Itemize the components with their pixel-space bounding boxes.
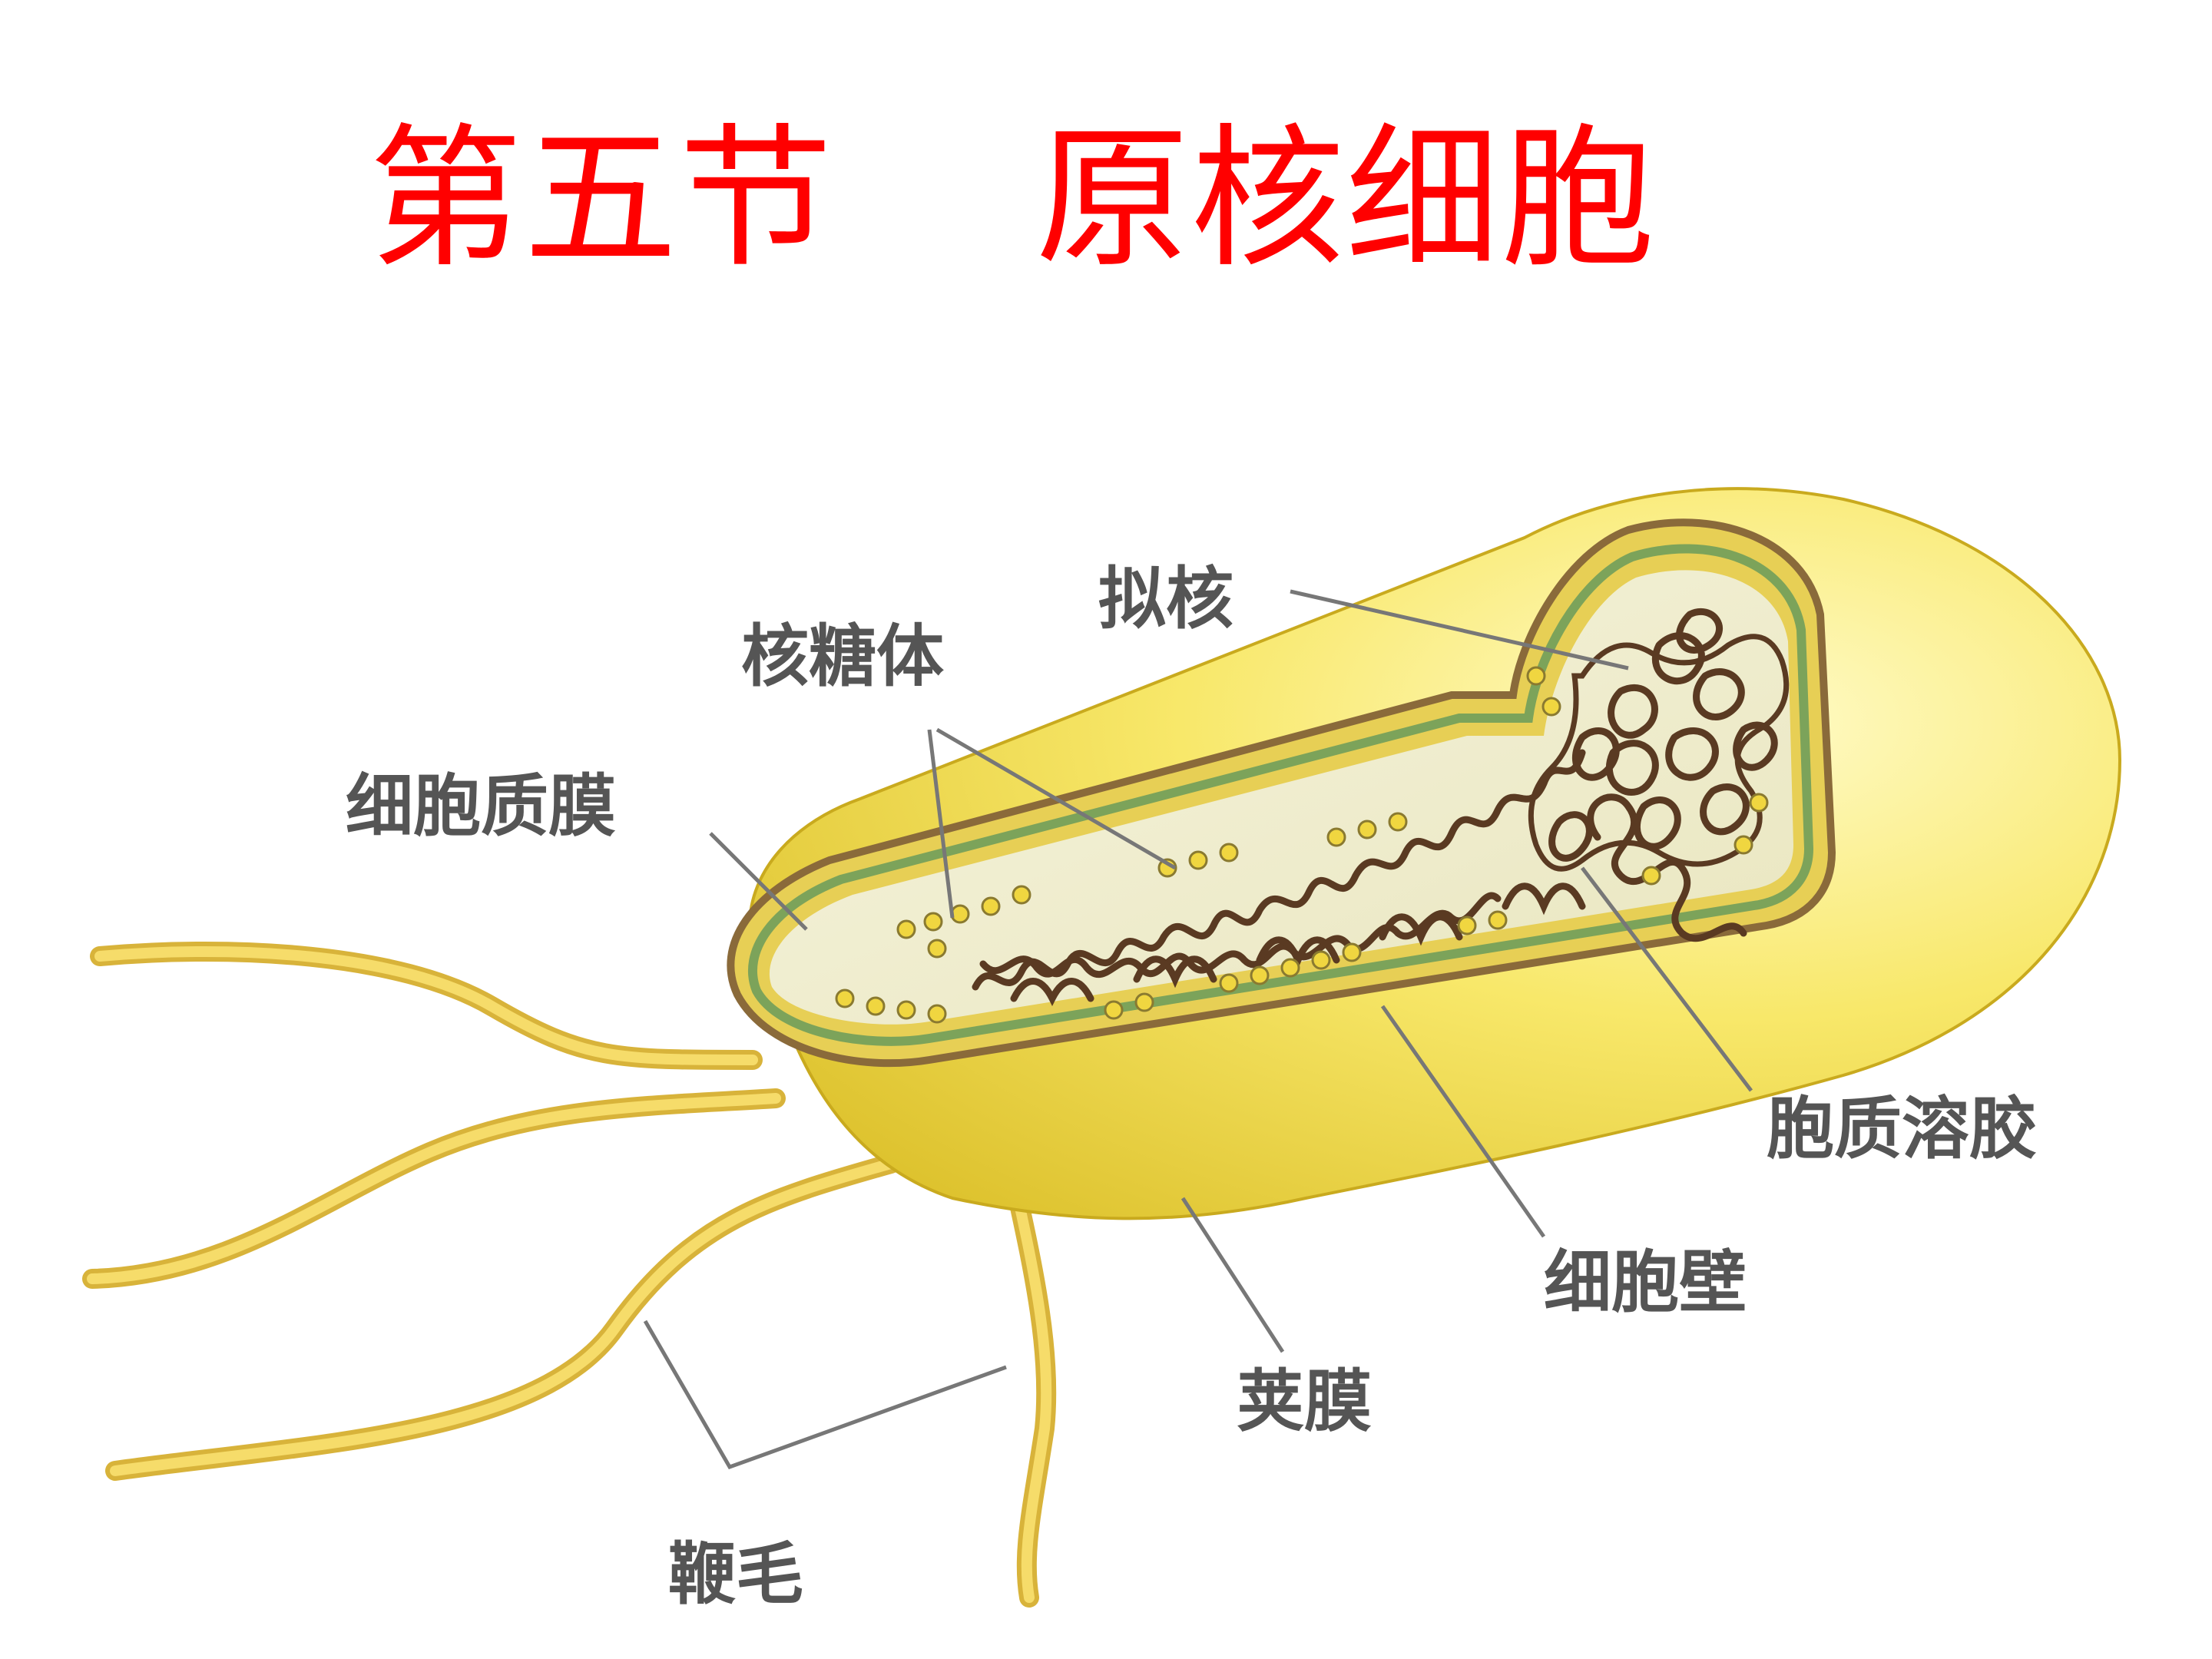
ribosome bbox=[981, 896, 1001, 916]
ribosome bbox=[1104, 1000, 1124, 1020]
ribosome bbox=[1457, 916, 1477, 935]
page-title: 第五节 原核细胞 bbox=[369, 110, 1657, 289]
cell-membrane bbox=[748, 544, 1814, 1046]
ribosome bbox=[1280, 958, 1300, 978]
labels: 拟核 核糖体 细胞质膜 胞质溶胶 细胞壁 荚膜 鞭毛 bbox=[346, 558, 2037, 1614]
label-cytosol: 胞质溶胶 bbox=[1767, 1088, 2037, 1168]
label-cell-wall: 细胞壁 bbox=[1544, 1242, 1747, 1322]
ribosome bbox=[866, 996, 886, 1016]
ribosome bbox=[923, 912, 943, 932]
ribosome bbox=[896, 919, 916, 939]
ribosome bbox=[1326, 827, 1346, 847]
cytosol-area bbox=[769, 570, 1793, 1025]
ribosome bbox=[1188, 850, 1208, 870]
flagellum-3-highlight bbox=[110, 1158, 896, 1476]
dna-strand-1 bbox=[972, 749, 1586, 991]
dna-strand-2 bbox=[979, 892, 1502, 978]
ribosome bbox=[1134, 992, 1154, 1012]
ribosome bbox=[1749, 793, 1769, 813]
leader-ribosome-b bbox=[935, 727, 1177, 870]
ribosome bbox=[835, 988, 855, 1008]
ribosome bbox=[896, 1000, 916, 1020]
leader-cell-wall bbox=[1380, 1005, 1546, 1238]
ribosome bbox=[1311, 950, 1331, 970]
leader-cell-membrane bbox=[709, 832, 808, 931]
ribosome bbox=[1250, 965, 1270, 985]
label-flagella: 鞭毛 bbox=[668, 1534, 803, 1614]
ribosome bbox=[1734, 835, 1753, 855]
ribosome bbox=[1342, 942, 1362, 962]
leader-ribosome-a bbox=[927, 729, 955, 919]
ribosome bbox=[927, 1004, 947, 1024]
flagellum-2-highlight bbox=[87, 1093, 781, 1284]
ribosome bbox=[950, 904, 970, 924]
leader-nucleoid bbox=[1290, 589, 1629, 671]
ribosome bbox=[1012, 885, 1031, 905]
dna-cluster-2 bbox=[1528, 634, 1790, 872]
flagellum-4-highlight bbox=[1008, 1174, 1052, 1603]
ribosome bbox=[927, 939, 947, 959]
leader-cytosol bbox=[1581, 866, 1753, 1092]
ribosome bbox=[1388, 812, 1408, 832]
label-nucleoid: 拟核 bbox=[1098, 558, 1233, 638]
ribosome bbox=[1526, 666, 1546, 686]
ribosome bbox=[1219, 973, 1239, 993]
flagellum-3 bbox=[105, 1154, 901, 1481]
flagellum-1-highlight bbox=[94, 945, 758, 1065]
ribosomes bbox=[835, 666, 1769, 1024]
flagellum-1 bbox=[90, 941, 763, 1070]
flagella bbox=[82, 941, 1057, 1608]
leader-lines bbox=[643, 589, 1753, 1470]
ribosome bbox=[1357, 820, 1377, 839]
dna-strand-3 bbox=[1010, 882, 1586, 1007]
ribosome bbox=[1641, 866, 1661, 886]
label-cell-membrane: 细胞质膜 bbox=[346, 766, 616, 846]
leader-capsule bbox=[1181, 1197, 1285, 1353]
ribosome bbox=[1488, 910, 1508, 930]
label-capsule: 荚膜 bbox=[1237, 1361, 1372, 1441]
label-ribosome: 核糖体 bbox=[741, 616, 944, 696]
ribosome bbox=[1541, 697, 1561, 717]
leader-flagella bbox=[643, 1320, 1007, 1470]
ribosome bbox=[1219, 843, 1239, 863]
